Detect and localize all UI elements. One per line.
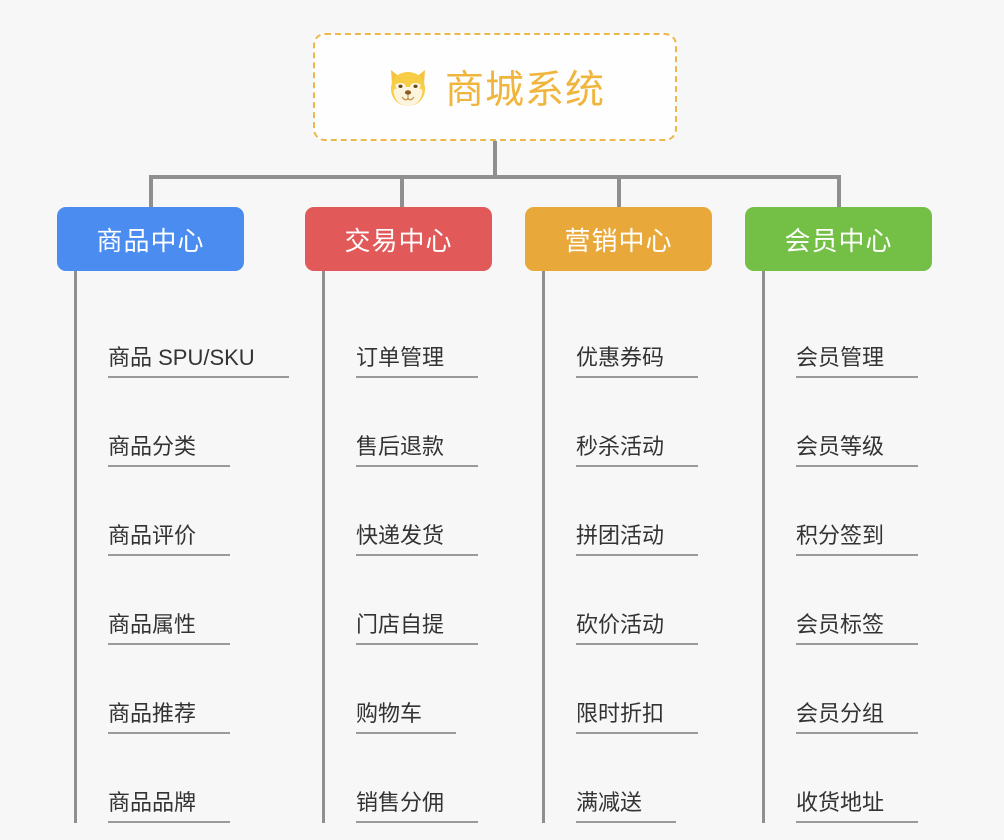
leaf-item[interactable]: 商品推荐 bbox=[77, 645, 267, 734]
leaf-list-member-center: 会员管理 会员等级 积分签到 会员标签 会员分组 收货地址 bbox=[762, 271, 955, 823]
branch-column-trade-center: 交易中心 订单管理 售后退款 快递发货 门店自提 购物车 销售分佣 bbox=[305, 207, 515, 823]
leaf-item[interactable]: 销售分佣 bbox=[325, 734, 515, 823]
leaf-item[interactable]: 门店自提 bbox=[325, 556, 515, 645]
leaf-item[interactable]: 商品属性 bbox=[77, 556, 267, 645]
connector-drop-4 bbox=[837, 175, 841, 209]
leaf-item[interactable]: 砍价活动 bbox=[545, 556, 735, 645]
leaf-item-label: 商品评价 bbox=[108, 523, 231, 556]
leaf-item-label: 砍价活动 bbox=[576, 612, 699, 645]
leaf-item-label: 会员标签 bbox=[796, 612, 919, 645]
leaf-list-trade-center: 订单管理 售后退款 快递发货 门店自提 购物车 销售分佣 bbox=[322, 271, 515, 823]
leaf-item[interactable]: 限时折扣 bbox=[545, 645, 735, 734]
connector-drop-2 bbox=[400, 175, 404, 209]
root-node-title: 商城系统 bbox=[444, 69, 605, 112]
root-node-mall-system[interactable]: 商城系统 bbox=[313, 33, 677, 141]
category-label: 营销中心 bbox=[564, 225, 673, 256]
leaf-item-label: 订单管理 bbox=[356, 345, 479, 378]
leaf-item-label: 门店自提 bbox=[356, 612, 479, 645]
leaf-item-label: 限时折扣 bbox=[576, 701, 699, 734]
category-box-member-center[interactable]: 会员中心 bbox=[745, 207, 932, 271]
leaf-item[interactable]: 商品品牌 bbox=[77, 734, 267, 823]
leaf-item-label: 商品分类 bbox=[108, 434, 231, 467]
leaf-item[interactable]: 优惠券码 bbox=[545, 289, 735, 378]
leaf-item-label: 售后退款 bbox=[356, 434, 479, 467]
leaf-item-label: 会员等级 bbox=[796, 434, 919, 467]
connector-horizontal-bus bbox=[149, 175, 841, 179]
category-box-trade-center[interactable]: 交易中心 bbox=[305, 207, 492, 271]
leaf-item[interactable]: 会员分组 bbox=[765, 645, 955, 734]
branch-column-product-center: 商品中心 商品 SPU/SKU 商品分类 商品评价 商品属性 商品推荐 商品品牌 bbox=[57, 207, 289, 823]
leaf-item[interactable]: 商品分类 bbox=[77, 378, 267, 467]
leaf-item-label: 购物车 bbox=[356, 701, 457, 734]
leaf-item[interactable]: 会员标签 bbox=[765, 556, 955, 645]
leaf-item-label: 商品 SPU/SKU bbox=[108, 345, 289, 378]
connector-drop-1 bbox=[149, 175, 153, 209]
leaf-item[interactable]: 订单管理 bbox=[325, 289, 515, 378]
leaf-item-label: 商品品牌 bbox=[108, 790, 231, 823]
leaf-item[interactable]: 积分签到 bbox=[765, 467, 955, 556]
category-label: 交易中心 bbox=[344, 225, 453, 256]
category-box-product-center[interactable]: 商品中心 bbox=[57, 207, 244, 271]
leaf-item-label: 积分签到 bbox=[796, 523, 919, 556]
leaf-item[interactable]: 售后退款 bbox=[325, 378, 515, 467]
leaf-item-label: 会员管理 bbox=[796, 345, 919, 378]
leaf-item[interactable]: 商品评价 bbox=[77, 467, 267, 556]
leaf-item[interactable]: 会员管理 bbox=[765, 289, 955, 378]
leaf-item-label: 会员分组 bbox=[796, 701, 919, 734]
leaf-list-product-center: 商品 SPU/SKU 商品分类 商品评价 商品属性 商品推荐 商品品牌 bbox=[74, 271, 289, 823]
connector-drop-3 bbox=[617, 175, 621, 209]
leaf-item-label: 收货地址 bbox=[796, 790, 919, 823]
category-box-marketing-center[interactable]: 营销中心 bbox=[525, 207, 712, 271]
shiba-dog-face-icon bbox=[385, 64, 431, 110]
branch-column-marketing-center: 营销中心 优惠券码 秒杀活动 拼团活动 砍价活动 限时折扣 满减送 bbox=[525, 207, 735, 823]
leaf-item-label: 满减送 bbox=[576, 790, 677, 823]
leaf-item[interactable]: 收货地址 bbox=[765, 734, 955, 823]
leaf-item-label: 优惠券码 bbox=[576, 345, 699, 378]
leaf-item[interactable]: 拼团活动 bbox=[545, 467, 735, 556]
leaf-item-label: 秒杀活动 bbox=[576, 434, 699, 467]
leaf-item[interactable]: 秒杀活动 bbox=[545, 378, 735, 467]
leaf-item-label: 商品推荐 bbox=[108, 701, 231, 734]
leaf-list-marketing-center: 优惠券码 秒杀活动 拼团活动 砍价活动 限时折扣 满减送 bbox=[542, 271, 735, 823]
leaf-item[interactable]: 满减送 bbox=[545, 734, 735, 823]
branch-column-member-center: 会员中心 会员管理 会员等级 积分签到 会员标签 会员分组 收货地址 bbox=[745, 207, 955, 823]
leaf-item-label: 快递发货 bbox=[356, 523, 479, 556]
leaf-item[interactable]: 会员等级 bbox=[765, 378, 955, 467]
leaf-item[interactable]: 快递发货 bbox=[325, 467, 515, 556]
leaf-item[interactable]: 购物车 bbox=[325, 645, 515, 734]
category-label: 会员中心 bbox=[784, 225, 893, 256]
leaf-item-label: 拼团活动 bbox=[576, 523, 699, 556]
category-label: 商品中心 bbox=[96, 225, 205, 256]
leaf-item-label: 商品属性 bbox=[108, 612, 231, 645]
leaf-item[interactable]: 商品 SPU/SKU bbox=[77, 289, 289, 378]
leaf-item-label: 销售分佣 bbox=[356, 790, 479, 823]
connector-root-stem bbox=[493, 141, 497, 178]
